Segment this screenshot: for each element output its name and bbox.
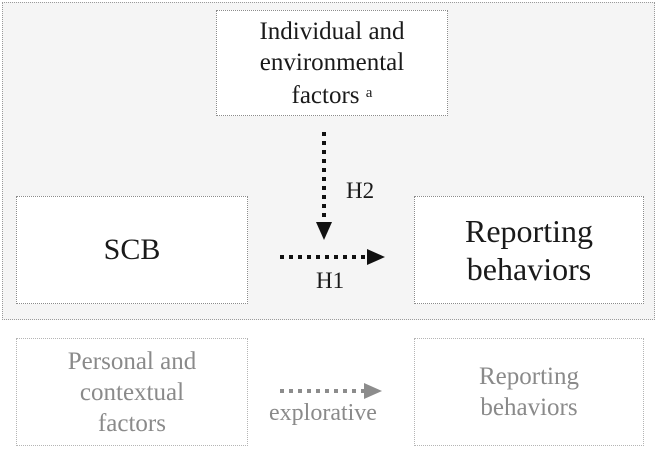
scb-label: SCB	[103, 233, 161, 266]
h1-label: H1	[316, 268, 345, 293]
reporting-behaviors-box: Reporting behaviors	[414, 196, 644, 304]
reporting-explorative-line-1: Reporting	[479, 363, 579, 390]
personal-line-1: Personal and	[67, 347, 197, 375]
individual-environmental-factors-box: Individual and environmental factors a	[216, 10, 448, 116]
reporting-explorative-line-2: behaviors	[480, 394, 578, 421]
explorative-label: explorative	[269, 400, 377, 426]
reporting-behaviors-explorative-box: Reporting behaviors	[414, 338, 644, 446]
reporting-line-1: Reporting	[465, 213, 593, 249]
scb-box: SCB	[16, 196, 248, 304]
personal-line-3: factors	[97, 409, 166, 437]
factors-line-3: factors	[291, 81, 360, 109]
factors-line-1: Individual and	[259, 17, 405, 45]
factors-line-2: environmental	[259, 48, 405, 76]
factors-line-3-wrap: factors a	[259, 78, 404, 111]
personal-contextual-factors-box: Personal and contextual factors	[16, 338, 248, 446]
reporting-line-2: behaviors	[466, 251, 592, 287]
explorative-arrow-head	[364, 383, 382, 399]
factors-superscript: a	[365, 84, 373, 101]
personal-line-2: contextual	[79, 378, 185, 406]
h2-label: H2	[346, 178, 375, 203]
